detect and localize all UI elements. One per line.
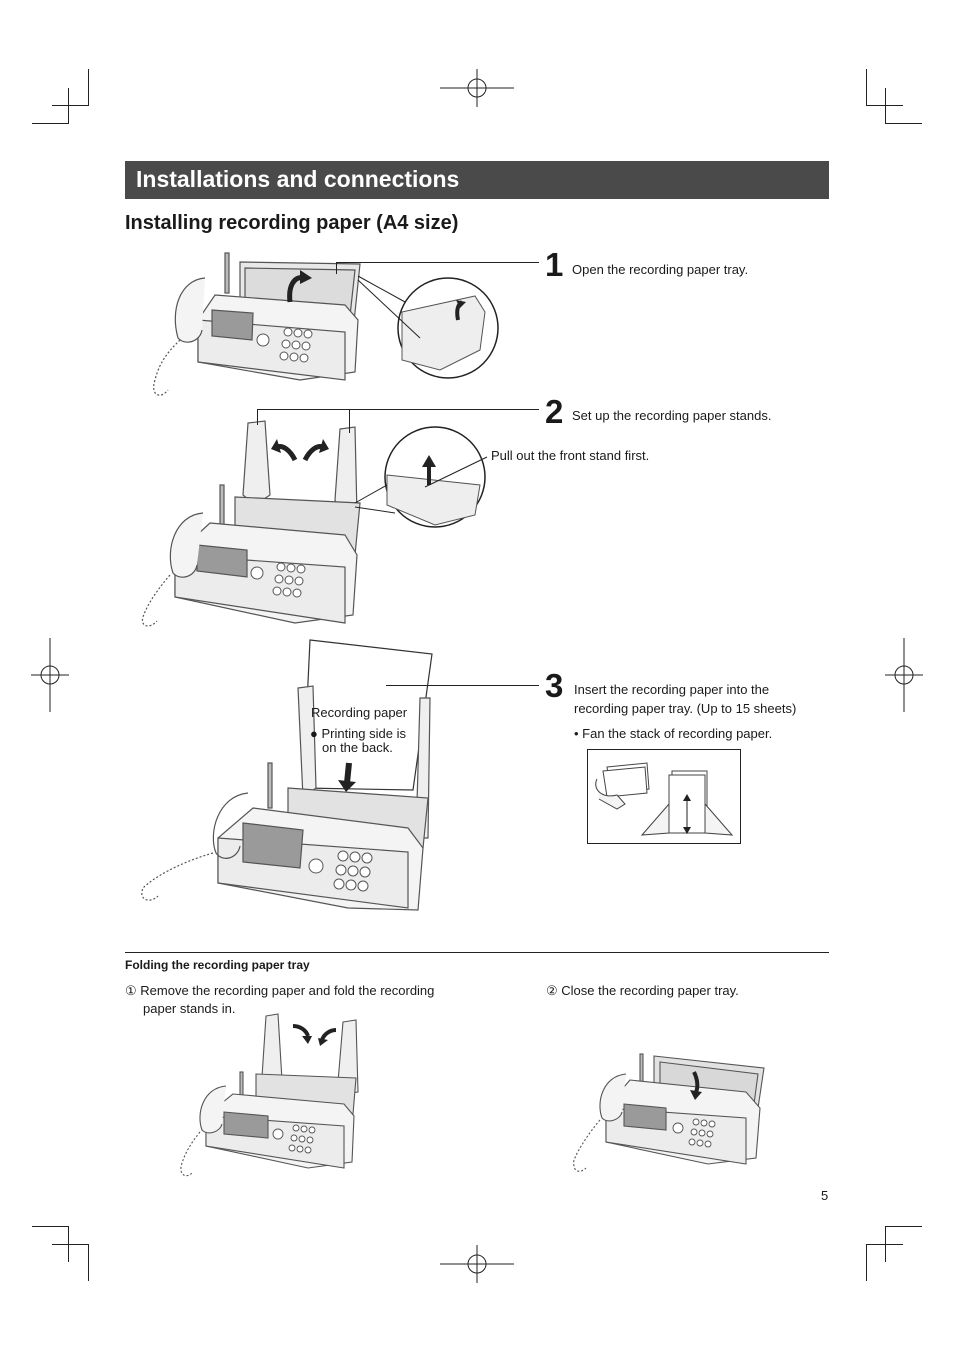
registration-mark-bottom — [440, 1245, 514, 1283]
step1-text: Open the recording paper tray. — [572, 262, 749, 277]
section-header: Installations and connections — [125, 161, 829, 199]
section-title: Installations and connections — [136, 166, 460, 192]
registration-mark-right — [885, 638, 923, 712]
step2-callout: Pull out the front stand first. — [491, 448, 650, 463]
folding-step2: ② Close the recording paper tray. — [546, 983, 739, 998]
folding-divider — [125, 952, 829, 953]
step1-leader-tick — [336, 262, 337, 274]
paper-label-title: Recording paper — [311, 705, 408, 720]
fax-illustration-fold1 — [180, 1013, 359, 1177]
folding-step1-line1: ① Remove the recording paper and fold th… — [125, 983, 435, 998]
step1-leader — [336, 262, 539, 263]
folding-title: Folding the recording paper tray — [125, 958, 310, 972]
step2-text: Set up the recording paper stands. — [572, 408, 772, 423]
step3-text-line1: Insert the recording paper into the — [574, 682, 770, 697]
folding-step1-line2: paper stands in. — [143, 1001, 236, 1016]
step3-bullet: • Fan the stack of recording paper. — [574, 726, 773, 741]
step2-leader-right — [349, 409, 350, 433]
step3-leader — [386, 685, 539, 686]
fax-illustration-step2 — [141, 420, 488, 627]
page-number: 5 — [821, 1188, 829, 1203]
fax-illustration-step1 — [153, 252, 499, 396]
fax-illustration-fold2 — [573, 1053, 765, 1172]
subsection-title: Installing recording paper (A4 size) — [125, 212, 459, 234]
paper-label-bullet-line2: on the back. — [322, 740, 393, 755]
registration-mark-left — [31, 638, 69, 712]
step3-number: 3 — [545, 667, 564, 704]
step2-leader — [257, 409, 539, 410]
registration-mark-top — [440, 69, 514, 107]
step2-number: 2 — [545, 393, 564, 430]
step3-text-line2: recording paper tray. (Up to 15 sheets) — [574, 701, 797, 716]
paper-label-bullet-line1: ● Printing side is — [310, 726, 407, 741]
fan-paper-inset — [587, 749, 741, 844]
step1-number: 1 — [545, 246, 564, 283]
fax-illustration-step3 — [141, 639, 433, 911]
step2-leader-left — [257, 409, 258, 425]
